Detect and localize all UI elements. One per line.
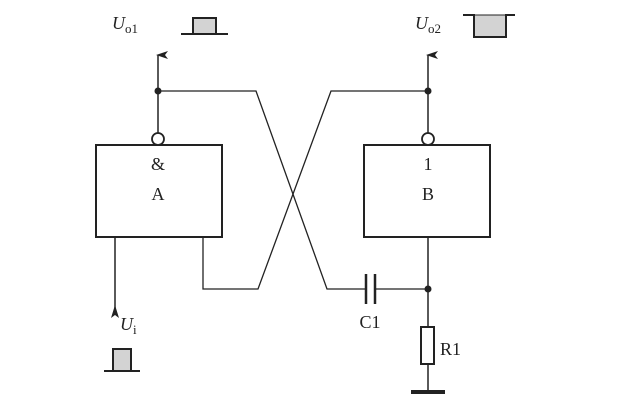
gate-b-box bbox=[363, 144, 491, 238]
gate-b-symbol: 1 bbox=[424, 154, 433, 174]
ui-label: Ui bbox=[120, 314, 137, 337]
gate-a-symbol: & bbox=[151, 154, 165, 174]
output-uo1: Uo1 bbox=[112, 13, 228, 133]
gate-a-box bbox=[95, 144, 223, 238]
gate-b-label: B bbox=[422, 184, 434, 204]
resistor-label: R1 bbox=[440, 339, 461, 359]
input-ui: Ui bbox=[104, 237, 140, 372]
gate-a: & A bbox=[95, 132, 223, 238]
uo1-pulse-waveform-icon bbox=[181, 17, 228, 35]
resistor-r1 bbox=[420, 326, 435, 365]
gate-a-inversion-bubble bbox=[151, 132, 165, 146]
gate-b-inversion-bubble bbox=[421, 132, 435, 146]
cross-coupling-wires bbox=[158, 90, 428, 290]
b-input-junction-dot bbox=[424, 285, 432, 293]
capacitor-c1: C1 bbox=[359, 274, 428, 332]
uo2-pulse-waveform-icon bbox=[463, 14, 515, 38]
gate-b: 1 B bbox=[363, 132, 491, 238]
gate-a-label: A bbox=[152, 184, 165, 204]
wire-b-out-to-a-in bbox=[202, 90, 428, 290]
uo1-label: Uo1 bbox=[112, 13, 138, 36]
output-uo2: Uo2 bbox=[415, 13, 515, 133]
resistor-r1-branch: R1 bbox=[411, 237, 461, 394]
capacitor-label: C1 bbox=[359, 312, 380, 332]
ui-pulse-waveform-icon bbox=[104, 348, 140, 372]
wire-a-out-to-capacitor bbox=[158, 90, 366, 290]
uo2-label: Uo2 bbox=[415, 13, 441, 36]
ui-arrow-icon bbox=[111, 305, 119, 318]
